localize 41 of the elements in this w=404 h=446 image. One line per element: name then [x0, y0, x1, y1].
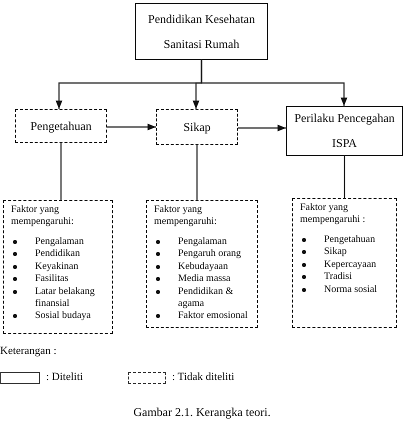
box-text: Perilaku Pencegahan ISPA — [293, 110, 396, 152]
factor-box — [146, 200, 258, 328]
list-item: Pengalaman — [154, 236, 253, 248]
list-item: Pendidikan — [11, 248, 108, 261]
list-item: Kebudayaan — [154, 260, 253, 274]
connector-line — [196, 145, 198, 200]
list-item: Media massa — [154, 273, 253, 286]
list-item: Latar belakang finansial — [11, 286, 108, 310]
connector-line — [344, 156, 346, 198]
process-box — [286, 106, 403, 156]
box-heading: Faktor yang mempengaruhi : — [300, 202, 366, 226]
list-item: Kepercayaan — [300, 258, 392, 272]
arrow — [238, 124, 286, 132]
box-text: Sikap — [183, 118, 211, 136]
dashed-box — [15, 109, 107, 143]
legend-text: : Diteliti — [46, 371, 83, 383]
list-item: Pengaruh orang — [154, 248, 253, 261]
legend-text: : Tidak diteliti — [172, 371, 234, 383]
box-heading: Faktor yang mempengaruhi: — [154, 204, 218, 228]
list-item: Norma sosial — [300, 284, 392, 296]
list-item: Keyakinan — [11, 260, 108, 274]
list-item: Pendidikan & agama — [154, 286, 253, 310]
dashed-box — [156, 109, 238, 145]
list-item: Sosial budaya — [11, 310, 108, 323]
factor-box — [292, 198, 397, 328]
factor-box — [3, 200, 113, 334]
legend-title: Keterangan : — [0, 345, 56, 357]
process-box — [135, 3, 268, 60]
caption: Gambar 2.1. Kerangka teori. — [132, 405, 272, 420]
list-item: Pengalaman — [11, 236, 108, 248]
list-item: Faktor emosional — [154, 310, 253, 323]
connector-line — [60, 143, 62, 200]
list-item: Tradisi — [300, 271, 392, 284]
box-text: Pengetahuan — [30, 118, 92, 135]
list-item: Fasilitas — [11, 273, 108, 286]
arrow — [107, 124, 156, 130]
box-heading: Faktor yang mempengaruhi: — [11, 204, 75, 228]
list-item: Sikap — [300, 246, 392, 259]
arrow — [200, 60, 348, 106]
list-item: Pengetahuan — [300, 234, 392, 246]
box-text: Pendidikan Kesehatan Sanitasi Rumah — [147, 10, 256, 52]
